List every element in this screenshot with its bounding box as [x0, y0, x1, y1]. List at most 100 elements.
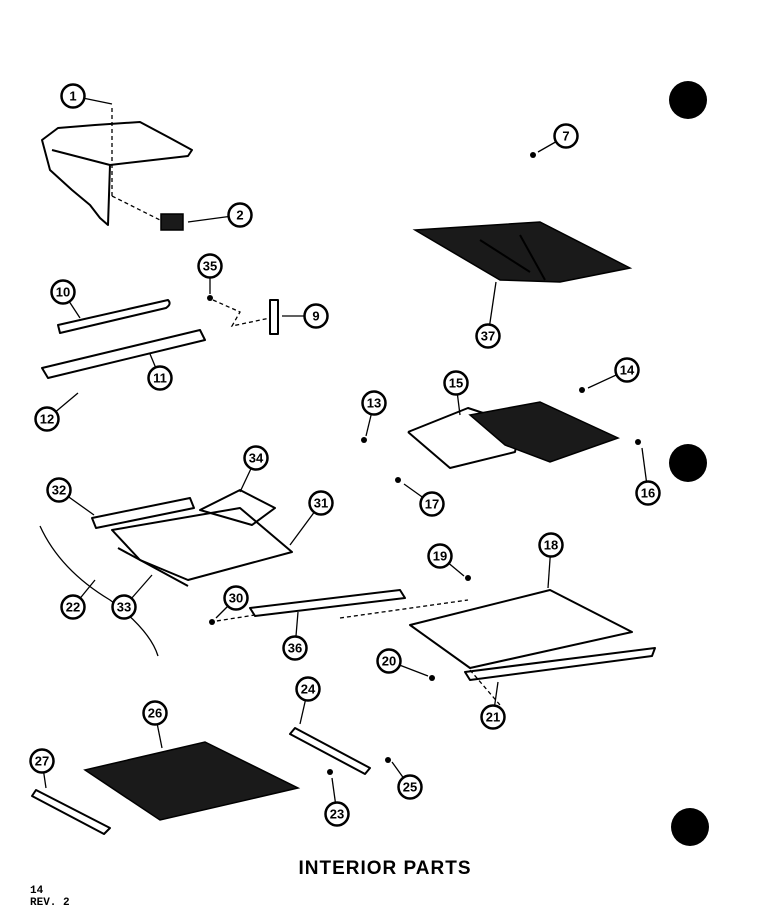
callout-30: 30	[215, 585, 249, 619]
callout-circle	[308, 490, 334, 516]
callout-number: 1	[69, 89, 76, 104]
callout-circle	[142, 700, 168, 726]
punch-hole-top	[669, 81, 707, 119]
callout-number: 22	[66, 600, 80, 615]
callout-number: 21	[486, 710, 500, 725]
callout-31: 31	[289, 490, 334, 546]
callout-number: 17	[425, 497, 439, 512]
callout-circle	[60, 594, 86, 620]
callout-circle	[34, 406, 60, 432]
clip-19	[465, 575, 471, 581]
crisper-cover	[409, 589, 656, 681]
cover-rail	[249, 589, 406, 617]
callout-circle	[29, 748, 55, 774]
revision-label: REV. 2	[30, 897, 70, 909]
callout-circle	[538, 532, 564, 558]
callout-34: 34	[239, 445, 269, 493]
diagram-caption: INTERIOR PARTS	[298, 858, 472, 879]
bottom-shelf	[83, 741, 301, 821]
callout-number: 31	[314, 496, 328, 511]
callout-circle	[397, 774, 423, 800]
callout-20: 20	[376, 648, 429, 677]
callout-number: 7	[562, 129, 569, 144]
callout-circle	[46, 477, 72, 503]
callout-circle	[295, 676, 321, 702]
liner-section	[41, 121, 193, 231]
callout-circle	[480, 704, 506, 730]
screw-35	[207, 295, 213, 301]
clip-16	[635, 439, 641, 445]
callout-number: 13	[367, 396, 381, 411]
callout-32: 32	[46, 477, 95, 516]
callout-number: 24	[301, 682, 316, 697]
rail-27	[31, 789, 111, 835]
callout-number: 2	[236, 208, 243, 223]
punch-hole-bottom	[671, 808, 709, 846]
callout-number: 11	[153, 371, 167, 386]
clip-14	[579, 387, 585, 393]
callout-22: 22	[60, 579, 96, 620]
callout-number: 20	[382, 654, 396, 669]
callout-23: 23	[324, 777, 350, 827]
callout-25: 25	[391, 761, 423, 800]
callout-21: 21	[480, 681, 506, 730]
screw-23	[327, 769, 333, 775]
callout-circle	[227, 202, 253, 228]
callout-number: 35	[203, 259, 217, 274]
callout-circle	[443, 370, 469, 396]
callout-13: 13	[361, 390, 387, 437]
callout-number: 18	[544, 538, 558, 553]
callout-number: 33	[117, 600, 131, 615]
callout-number: 12	[40, 412, 54, 427]
page-number: 14	[30, 885, 44, 897]
callout-circle	[553, 123, 579, 149]
callout-number: 26	[148, 706, 162, 721]
callout-16: 16	[635, 447, 661, 506]
shelf-rail	[41, 329, 206, 379]
clip-17	[395, 477, 401, 483]
callout-27: 27	[29, 748, 55, 789]
callout-circle	[475, 323, 501, 349]
callout-number: 9	[312, 309, 319, 324]
callout-number: 19	[433, 549, 447, 564]
callout-circle	[427, 543, 453, 569]
wire-22	[39, 525, 159, 657]
callout-circle	[303, 303, 329, 329]
callout-number: 37	[481, 329, 495, 344]
callout-circle	[50, 279, 76, 305]
callout-number: 10	[56, 285, 70, 300]
meat-pan-assembly	[91, 489, 293, 587]
callout-33: 33	[111, 574, 153, 620]
clip-13	[361, 437, 367, 443]
callout-number: 16	[641, 486, 655, 501]
page-footer: 14 REV. 2	[30, 885, 70, 909]
callout-37: 37	[475, 281, 501, 349]
callout-circle	[282, 635, 308, 661]
callout-number: 14	[620, 363, 635, 378]
callout-circle	[376, 648, 402, 674]
callout-18: 18	[538, 532, 564, 589]
callout-35: 35	[197, 253, 223, 294]
callout-24: 24	[295, 676, 321, 725]
callout-14: 14	[587, 357, 640, 389]
callout-number: 15	[449, 376, 463, 391]
callout-circle	[243, 445, 269, 471]
callout-10: 10	[50, 279, 81, 319]
callout-number: 23	[330, 807, 344, 822]
callout-2: 2	[187, 202, 253, 228]
callout-11: 11	[147, 353, 173, 391]
rail-24	[289, 727, 371, 775]
clip-20	[429, 675, 435, 681]
screw-25	[385, 757, 391, 763]
callout-number: 32	[52, 483, 66, 498]
callout-circle	[361, 390, 387, 416]
slide-shelf	[407, 401, 620, 469]
callout-1: 1	[60, 83, 113, 109]
callout-36: 36	[282, 611, 308, 661]
callout-circle	[324, 801, 350, 827]
clip-7	[530, 152, 536, 158]
callout-circle	[197, 253, 223, 279]
callout-circle	[147, 365, 173, 391]
callout-15: 15	[443, 370, 469, 416]
callout-12: 12	[34, 392, 79, 432]
